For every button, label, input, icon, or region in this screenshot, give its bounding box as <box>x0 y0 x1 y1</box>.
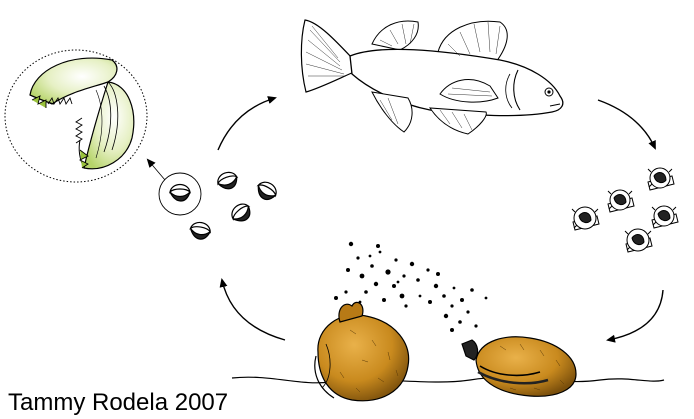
fish-pelvic-fin <box>372 92 412 132</box>
mussel-left-shell <box>318 315 409 401</box>
cyst-icon <box>572 207 599 230</box>
fish-dorsal-fin-1 <box>372 21 418 50</box>
glochidium-icon <box>228 200 254 225</box>
encysted-glochidia <box>572 168 678 252</box>
stream-bed <box>232 377 664 383</box>
mussel-icon <box>462 337 576 396</box>
selected-glochidium-ring <box>159 173 201 215</box>
mussel-right-shell <box>476 337 576 396</box>
glochidium-icon <box>170 185 190 202</box>
substrate-line <box>232 377 664 383</box>
glochidium-detail <box>5 50 147 182</box>
cyst-icon <box>625 229 652 252</box>
glochidium-icon <box>189 221 212 241</box>
glochidium-icon <box>254 179 280 203</box>
fish-icon <box>301 20 562 134</box>
cyst-icon <box>652 206 678 228</box>
fish-anal-fin <box>430 108 486 134</box>
cyst-icon <box>608 190 634 212</box>
credit-text: Tammy Rodela 2007 <box>8 389 228 416</box>
arrow-mussels-to-glochidia <box>222 280 285 340</box>
arrow-fish-to-cysts <box>598 100 655 148</box>
mussel-right-siphon <box>462 340 478 360</box>
cyst-icon <box>648 168 674 190</box>
released-glochidia <box>159 170 279 241</box>
glochidium-icon <box>215 170 239 192</box>
arrow-cysts-to-mussels <box>608 290 663 340</box>
mussel-icon <box>315 302 409 400</box>
arrow-glochidia-to-fish <box>218 98 275 150</box>
arrow-to-enlarged-view <box>148 160 165 180</box>
